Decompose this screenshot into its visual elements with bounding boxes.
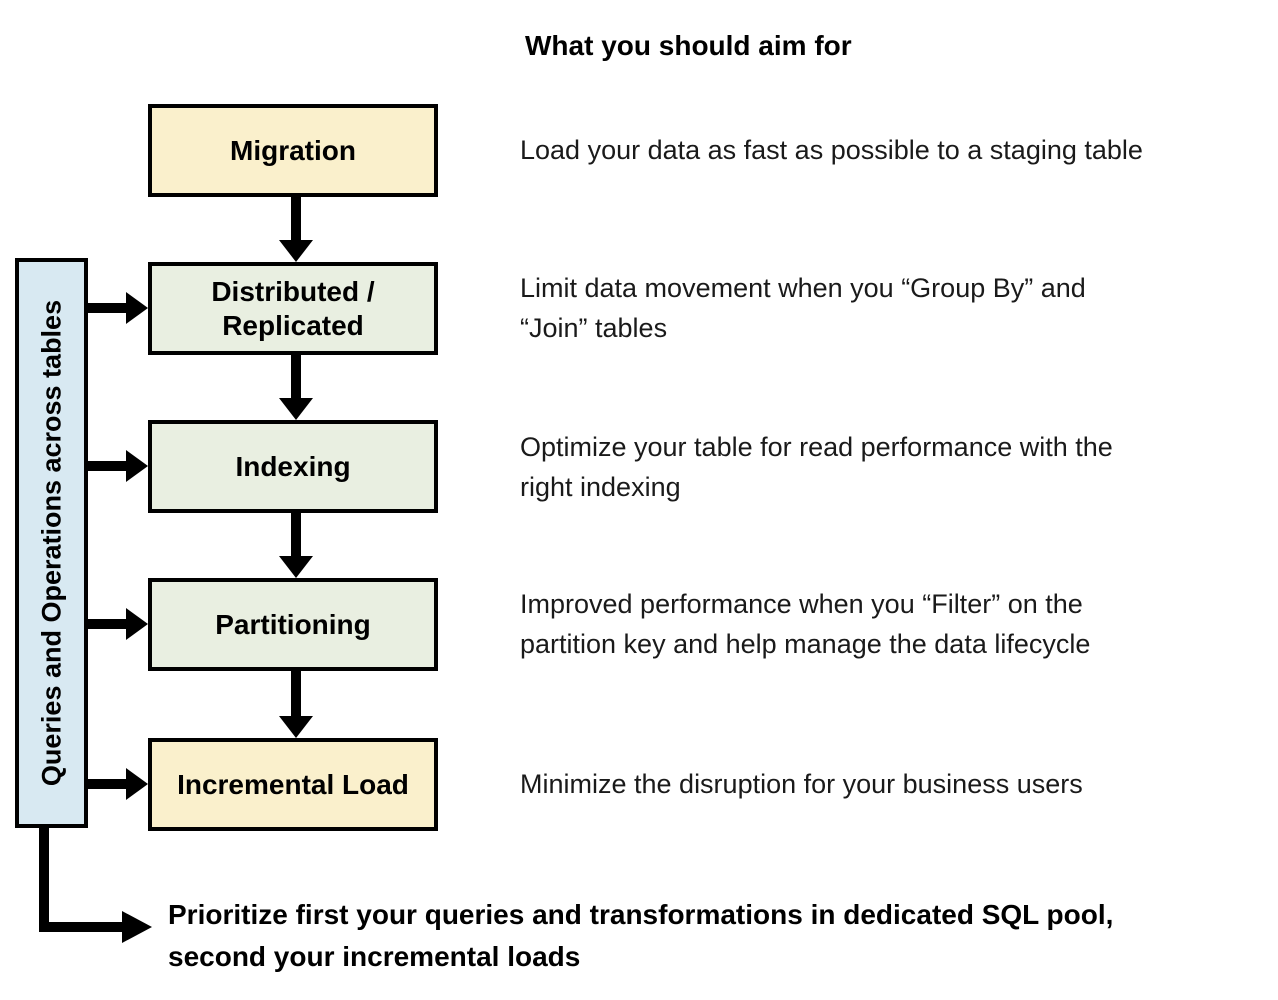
column-title: What you should aim for (525, 30, 852, 61)
arrow-shaft (39, 922, 122, 932)
step-description-distributed-replicated: Limit data movement when you “Group By” … (520, 273, 1086, 343)
arrow-right-icon (126, 450, 148, 482)
step-description-partitioning: Improved performance when you “Filter” o… (520, 589, 1091, 659)
side-group-label: Queries and Operations across tables (36, 299, 66, 787)
flow-step-partitioning: Partitioning (148, 578, 438, 671)
arrow-shaft (291, 355, 301, 398)
arrow-shaft (291, 671, 301, 716)
arrow-shaft (86, 461, 126, 471)
arrow-shaft (291, 197, 301, 240)
arrow-down-icon (279, 398, 313, 420)
flow-step-distributed-replicated: Distributed / Replicated (148, 262, 438, 355)
flow-step-incremental-load: Incremental Load (148, 738, 438, 831)
flow-step-indexing: Indexing (148, 420, 438, 513)
arrow-shaft (86, 779, 126, 789)
arrow-shaft (291, 513, 301, 556)
queries-operations-box: Queries and Operations across tables (15, 258, 88, 828)
step-description-incremental-load: Minimize the disruption for your busines… (520, 769, 1083, 799)
arrow-right-icon (126, 608, 148, 640)
arrow-shaft (86, 619, 126, 629)
arrow-right-icon (126, 768, 148, 800)
arrow-right-icon (122, 911, 152, 943)
arrow-down-icon (279, 240, 313, 262)
footnote-text: Prioritize first your queries and transf… (168, 899, 1114, 972)
arrow-down-icon (279, 716, 313, 738)
step-description-migration: Load your data as fast as possible to a … (520, 135, 1143, 165)
arrow-right-icon (126, 292, 148, 324)
arrow-down-icon (279, 556, 313, 578)
arrow-shaft (86, 303, 126, 313)
arrow-shaft (39, 826, 49, 932)
step-description-indexing: Optimize your table for read performance… (520, 432, 1113, 502)
flow-step-migration: Migration (148, 104, 438, 197)
